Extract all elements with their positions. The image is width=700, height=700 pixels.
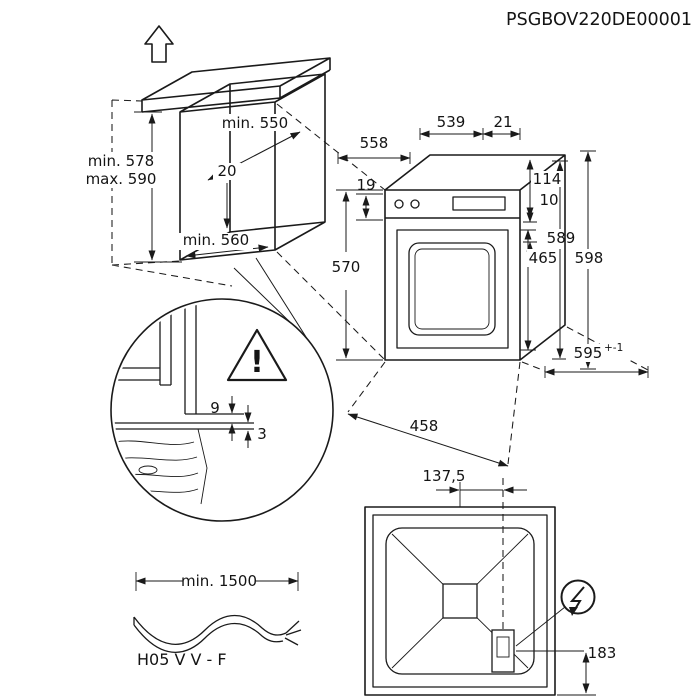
power-symbol-icon — [560, 579, 596, 615]
up-arrow-icon — [144, 25, 174, 63]
cabinet-hidden-edges — [111, 99, 233, 287]
wood-grain — [114, 428, 208, 505]
rear-view-drawing: 137,5 183 — [364, 467, 617, 696]
front-width-label: 595 — [574, 344, 603, 362]
total-height-label: 598 — [575, 249, 604, 267]
oven-door — [396, 229, 509, 349]
rear-extension-lines — [459, 482, 596, 696]
cable-length-label: min. 1500 — [181, 572, 257, 590]
control-knob — [410, 199, 420, 209]
cable-type-label: H05 V V - F — [137, 650, 227, 669]
niche-depth-label: min. 550 — [222, 114, 288, 132]
control-display — [452, 196, 506, 211]
overlap-label: 9 — [210, 399, 220, 417]
niche-height-min-label: min. 578 — [88, 152, 154, 170]
body-depth-label: 458 — [410, 417, 439, 435]
cable-outline — [133, 615, 302, 653]
power-bolt-icon — [569, 586, 585, 612]
detail-circle: ! 9 3 — [110, 298, 334, 522]
rear-gap-label: 20 — [217, 162, 236, 180]
door-height-label: 465 — [529, 249, 558, 267]
power-leader-line — [515, 606, 566, 647]
niche-width-label: min. 560 — [183, 231, 249, 249]
top-clearance-label: 19 — [356, 176, 375, 194]
gap-label: 3 — [257, 425, 267, 443]
oven-body-edges — [384, 154, 566, 361]
niche-height-max-label: max. 590 — [86, 170, 157, 188]
cabinet-extension-lines — [134, 111, 182, 263]
label-backgrounds — [527, 171, 628, 362]
frame-height-label: 589 — [547, 229, 576, 247]
door-window-inner — [414, 248, 490, 330]
panel-height-label: 114 — [533, 170, 562, 188]
rear-center-plate — [442, 583, 478, 619]
terminal-box — [491, 629, 515, 673]
control-knob — [394, 199, 404, 209]
top-protrusion-label: 21 — [493, 113, 512, 131]
rear-cavity-panel — [385, 527, 535, 675]
detail-circle-outline — [110, 298, 334, 522]
rear-inner-frame — [372, 514, 548, 688]
top-depth-label: 539 — [437, 113, 466, 131]
document-code: PSGBOV220DE00001 — [506, 10, 692, 30]
offset-y-label: 183 — [588, 644, 617, 662]
power-bolt-tip — [569, 607, 578, 616]
body-width-label: 558 — [360, 134, 389, 152]
body-height-label: 570 — [332, 258, 361, 276]
dim-niche-width — [185, 244, 269, 259]
offset-x-label: 137,5 — [423, 467, 466, 485]
cabinet-edges — [141, 57, 331, 261]
dim-body-depth — [347, 413, 509, 467]
front-width-tolerance-label: +-1 — [604, 342, 623, 354]
cabinet-drawing: min. 550 min. 578 max. 590 20 min. 560 — [86, 25, 331, 349]
projection-dashed-lines — [276, 103, 649, 465]
door-window-outer — [408, 242, 496, 336]
warning-exclamation: ! — [250, 345, 264, 380]
label-backgrounds — [88, 114, 292, 250]
cable-drawing: min. 1500 H05 V V - F — [133, 572, 302, 669]
wood-knot — [138, 465, 158, 475]
oven-drawing: 558 539 21 19 114 10 570 465 589 598 595… — [276, 103, 649, 467]
panel-gap-label: 10 — [539, 191, 558, 209]
detail-leader-lines — [233, 257, 314, 349]
terminal-box-inner — [496, 636, 510, 658]
warning-triangle-icon — [226, 328, 288, 382]
panel-section-lines — [114, 302, 254, 430]
detail-structure — [114, 302, 254, 505]
